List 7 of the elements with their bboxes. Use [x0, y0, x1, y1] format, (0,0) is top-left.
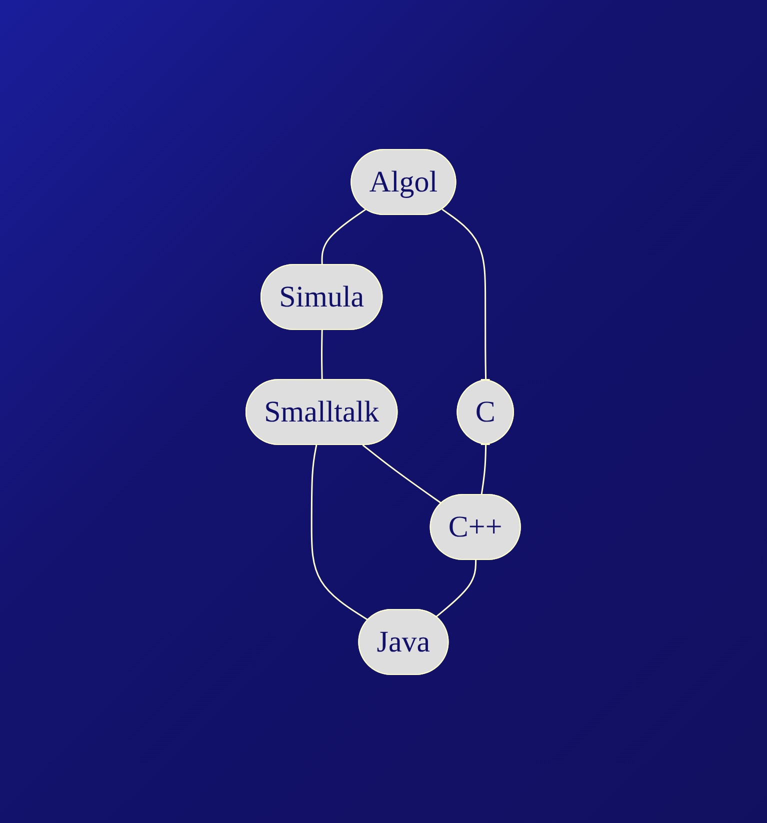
connector [481, 444, 487, 495]
connector [362, 444, 442, 504]
connector [311, 444, 369, 620]
connector [321, 329, 324, 380]
connector [322, 208, 367, 265]
connector [442, 208, 487, 380]
connector [436, 559, 477, 617]
